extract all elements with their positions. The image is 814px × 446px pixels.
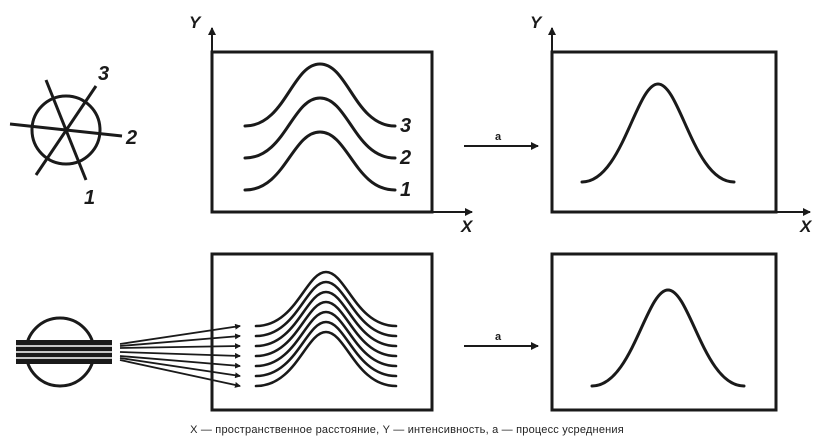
plot-frame-bottom-right [550,252,778,412]
averaged-profile-bottom [590,288,746,388]
profile-curve-1 [243,130,397,192]
beam-label-1: 1 [84,187,95,209]
averaging-arrow-top: a [464,131,539,150]
curve-label-3: 3 [400,115,411,137]
profile-curve-b7 [254,330,398,388]
top-right-plot: Y X [530,13,813,236]
arrow-label-bottom: a [495,331,502,343]
bottom-left-plot [210,252,434,412]
beam-label-2: 2 [125,127,137,149]
top-left-plot: Y X 3 2 1 [189,13,474,236]
curve-label-2: 2 [399,147,411,169]
y-axis-label-top-left: Y [189,13,202,32]
plot-frame-bottom-left [210,252,434,412]
beam-band-symbol [16,316,112,388]
averaging-arrow-bottom: a [464,331,539,350]
averaged-profile-top [580,82,736,184]
beam-line-1 [44,79,88,181]
figure-caption: X — пространственное расстояние, Y — инт… [190,424,624,436]
profile-curve-b6 [254,320,398,378]
fan-arrows [119,323,241,388]
x-axis-label-top-left: X [460,217,474,236]
profile-curve-b5 [254,310,398,368]
arrow-label-top: a [495,131,502,143]
y-axis-label-top-right: Y [530,13,543,32]
aperture-circle-top [30,94,102,166]
x-axis-label-top-right: X [799,217,813,236]
profile-curve-2 [243,96,397,160]
profile-curve-b3 [254,290,398,348]
profile-curve-b2 [254,280,398,338]
bottom-right-plot [550,252,778,412]
plot-frame-top-right [550,50,778,214]
profile-curve-3 [243,62,397,128]
profile-curve-b4 [254,300,398,358]
profile-curve-b1 [254,270,398,328]
beam-cross-symbol [9,79,123,181]
beam-label-3: 3 [98,63,109,85]
curve-label-1: 1 [400,179,411,201]
